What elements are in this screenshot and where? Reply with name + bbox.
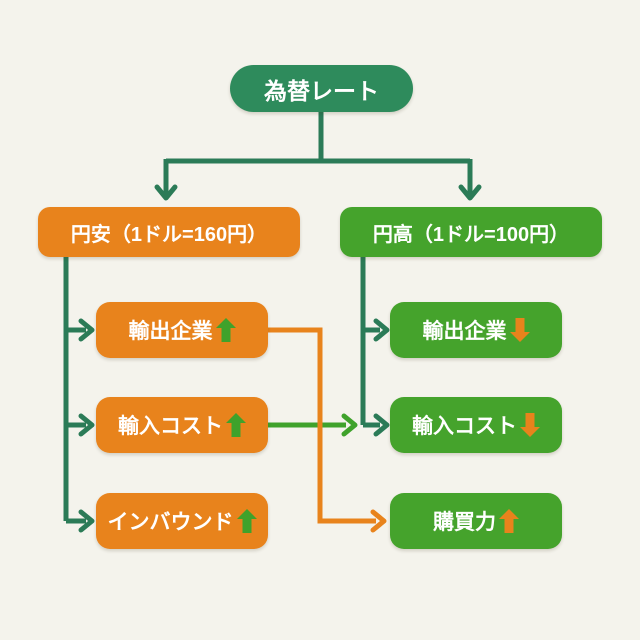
- edge-strong-yen-spine: [360, 257, 380, 428]
- node-exchange-rate-label: 為替レート: [264, 77, 379, 104]
- edge-root-right-arrowhead: [458, 184, 482, 201]
- edge-root-stem: [163, 112, 473, 196]
- trend-up-icon: [499, 509, 519, 533]
- node-weak-yen-label: 円安（1ドル=160円）: [70, 223, 268, 246]
- edge-weak-yen-row1-arrowhead: [78, 318, 95, 342]
- node-purchasing-power-right: 購買力: [390, 493, 562, 549]
- node-weak-yen: 円安（1ドル=160円）: [38, 207, 300, 257]
- edge-import-costs-cross-arrowhead: [341, 413, 358, 437]
- edge-root-left-arrowhead: [154, 184, 178, 201]
- trend-down-icon: [509, 318, 530, 342]
- node-exchange-rate: 為替レート: [230, 65, 413, 112]
- trend-up-icon: [215, 318, 236, 342]
- edge-weak-yen-row3-arrowhead: [78, 509, 95, 533]
- node-purchasing-power-right-label: 購買力: [433, 511, 496, 534]
- edge-strong-yen-row2-arrowhead: [373, 413, 390, 437]
- node-import-costs-left: 輸入コスト: [96, 397, 268, 453]
- node-inbound-left: インバウンド: [96, 493, 268, 549]
- trend-up-icon: [226, 413, 246, 437]
- edge-strong-yen-row1-arrowhead: [373, 318, 390, 342]
- node-import-costs-right: 輸入コスト: [390, 397, 562, 453]
- node-inbound-left-label: インバウンド: [107, 511, 234, 534]
- trend-up-icon: [236, 509, 257, 533]
- node-strong-yen: 円高（1ドル=100円）: [340, 207, 602, 257]
- edge-weak-yen-spine: [63, 257, 86, 524]
- edge-export-to-purchasing-arrowhead: [370, 509, 387, 533]
- node-export-companies-left: 輸出企業: [96, 302, 268, 358]
- node-strong-yen-label: 円高（1ドル=100円）: [372, 223, 570, 246]
- node-import-costs-left-label: 輸入コスト: [118, 415, 223, 438]
- node-export-companies-right-label: 輸出企業: [422, 320, 507, 343]
- edge-weak-yen-row2-arrowhead: [78, 413, 95, 437]
- trend-down-icon: [520, 413, 540, 437]
- edge-export-to-purchasing: [268, 327, 376, 524]
- node-import-costs-right-label: 輸入コスト: [412, 415, 517, 438]
- node-export-companies-right: 輸出企業: [390, 302, 562, 358]
- node-export-companies-left-label: 輸出企業: [128, 320, 213, 343]
